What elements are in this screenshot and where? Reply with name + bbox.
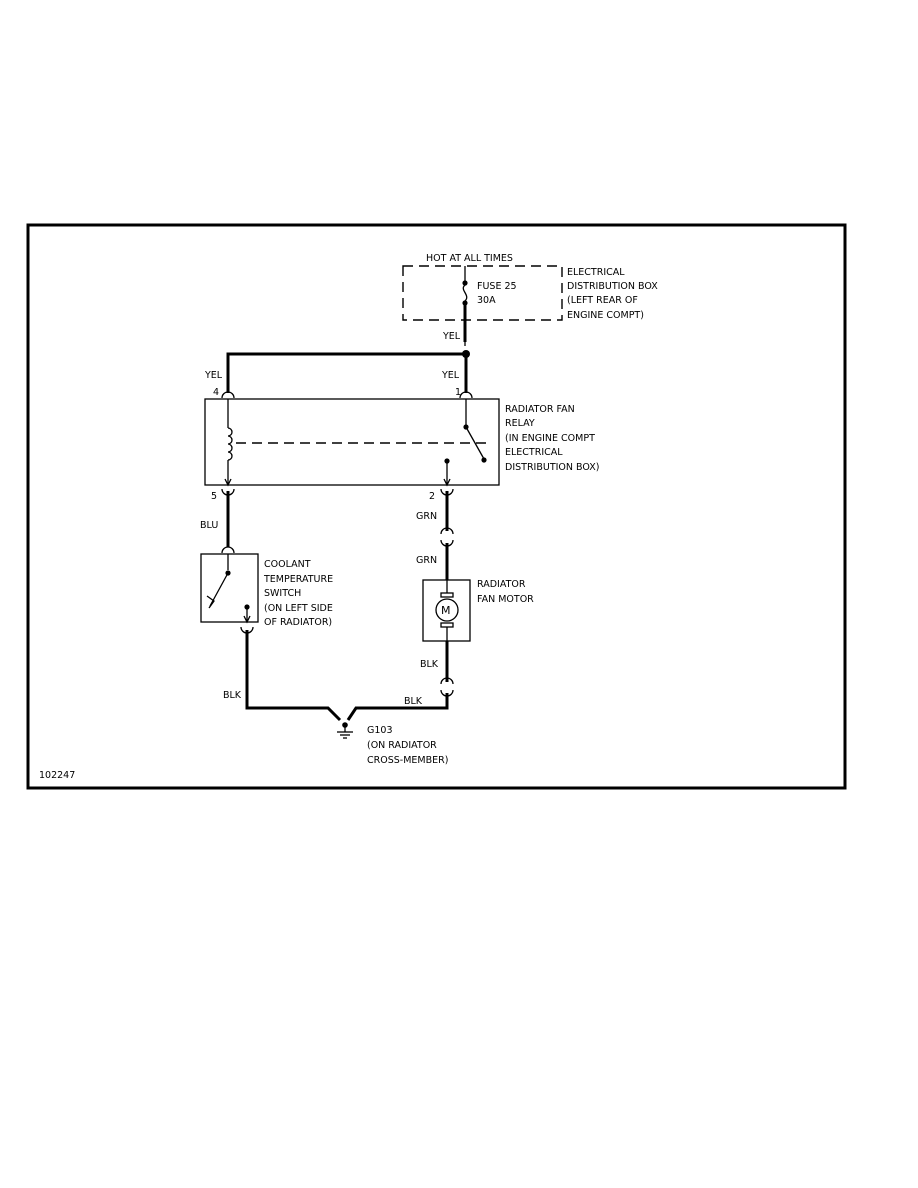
wire-color-relay-pin5: BLU — [200, 520, 218, 531]
distribution-box-name-line-3: (LEFT REAR OF — [567, 295, 638, 306]
distribution-box-name-line-1: ELECTRICAL — [567, 267, 625, 278]
switch-name-line-5: OF RADIATOR) — [264, 617, 332, 628]
switch-name-line-1: COOLANT — [264, 559, 311, 570]
wire-color-switch-gnd: BLK — [223, 690, 242, 701]
relay-pin-1: 1 — [455, 387, 461, 398]
radiator-fan-relay: YEL YEL 4 1 RADIATOR FAN RELAY (IN ENGIN… — [204, 370, 599, 502]
fuse-rating: 30A — [477, 295, 496, 306]
switch-contact-arm — [209, 572, 229, 607]
wire-color-relay-pin1: YEL — [441, 370, 460, 381]
ground-name-line-1: G103 — [367, 725, 393, 736]
switch-name-line-3: SWITCH — [264, 588, 301, 599]
relay-pin-5: 5 — [211, 491, 217, 502]
relay-contact-arm — [465, 426, 485, 460]
distribution-box: HOT AT ALL TIMES FUSE 25 30A ELECTRICAL … — [402, 253, 658, 342]
relay-pin-4: 4 — [213, 387, 219, 398]
relay-name-line-4: ELECTRICAL — [505, 447, 563, 458]
ground-name-line-2: (ON RADIATOR — [367, 740, 437, 751]
distribution-box-name-line-2: DISTRIBUTION BOX — [567, 281, 658, 292]
switch-name-line-4: (ON LEFT SIDE — [264, 603, 333, 614]
relay-pin-2: 2 — [429, 491, 435, 502]
yel-feed: YEL — [226, 331, 470, 393]
distribution-box-outline — [402, 265, 563, 321]
blk-motor-wire: BLK BLK — [346, 641, 454, 721]
fuse-label: FUSE 25 — [477, 281, 517, 292]
relay-coil-icon — [227, 427, 233, 461]
wire-color-motor-in: GRN — [416, 555, 437, 566]
figure-id: 102247 — [39, 770, 75, 781]
radiator-fan-motor: M RADIATOR FAN MOTOR — [422, 579, 534, 642]
relay-name-line-2: RELAY — [505, 418, 535, 429]
wire-color-relay-pin4: YEL — [204, 370, 223, 381]
distribution-box-name-line-4: ENGINE COMPT) — [567, 310, 644, 321]
ground-g103: G103 (ON RADIATOR CROSS-MEMBER) — [337, 722, 448, 766]
coolant-temperature-switch: COOLANT TEMPERATURE SWITCH (ON LEFT SIDE… — [200, 553, 333, 634]
motor-symbol: M — [441, 604, 451, 617]
relay-name-line-5: DISTRIBUTION BOX) — [505, 462, 599, 473]
grn-wire: GRN GRN — [416, 491, 454, 580]
relay-body — [204, 398, 500, 486]
fuse-25 — [462, 266, 468, 342]
switch-body — [200, 553, 259, 623]
blu-wire: BLU — [200, 491, 235, 554]
ground-name-line-3: CROSS-MEMBER) — [367, 755, 448, 766]
hot-at-all-times-label: HOT AT ALL TIMES — [426, 253, 513, 264]
motor-icon — [435, 598, 459, 622]
motor-name-line-2: FAN MOTOR — [477, 594, 534, 605]
switch-name-line-2: TEMPERATURE — [263, 574, 333, 585]
relay-name-line-3: (IN ENGINE COMPT — [505, 433, 595, 444]
wire-color-motor-out: BLK — [420, 659, 439, 670]
blk-switch-wire: BLK — [223, 630, 342, 722]
wire-color-relay-pin2: GRN — [416, 511, 437, 522]
wire-color-motor-gnd: BLK — [404, 696, 423, 707]
motor-name-line-1: RADIATOR — [477, 579, 526, 590]
wire-color-fuse-out: YEL — [442, 331, 461, 342]
diagram-frame — [26, 223, 847, 790]
relay-name-line-1: RADIATOR FAN — [505, 404, 575, 415]
